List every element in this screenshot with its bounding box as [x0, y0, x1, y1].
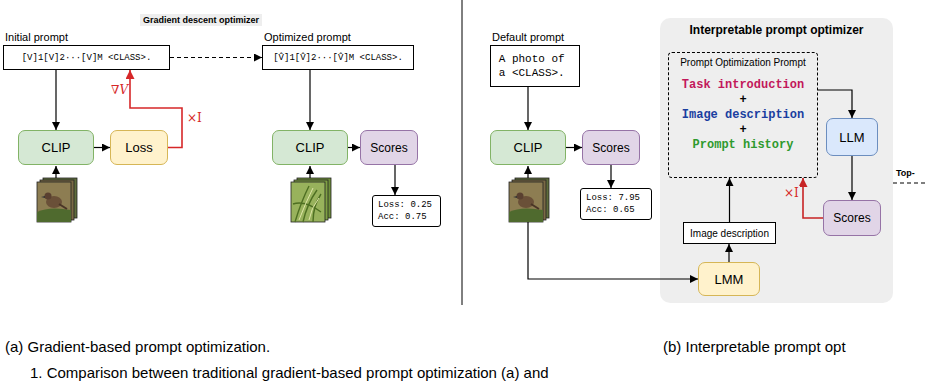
box-label: LLM — [839, 130, 864, 145]
box-heading: Optimized prompt — [264, 31, 351, 43]
box-label: Scores — [592, 141, 629, 155]
scores-box: Scores — [823, 200, 881, 236]
panel-divider — [462, 0, 463, 305]
image-arrow — [527, 166, 528, 178]
flow-arrow — [309, 70, 310, 130]
lmm-box: LMM — [698, 262, 760, 296]
prompt-box: Optimized prompt[V̂]1[V̂]2···[V̂]M <CLAS… — [262, 45, 414, 70]
prompt-box: Initial prompt[V]1[V]2···[V]M <CLASS>. — [3, 45, 170, 70]
scores-box: Scores — [360, 130, 418, 165]
image-stack — [509, 178, 549, 222]
image-stack — [291, 178, 331, 222]
box-heading: Prompt Optimization Prompt — [680, 57, 806, 68]
prompt-box: Default promptA photo of a <CLASS>. — [490, 45, 580, 87]
box-text: Loss: 0.25 — [378, 199, 432, 211]
loss-box: Loss — [110, 130, 168, 165]
iteration-label: ×I — [186, 111, 203, 125]
box-label: CLIP — [296, 140, 325, 155]
box-label: Scores — [370, 141, 407, 155]
subfigure-caption: (b) Interpretable prompt opt — [663, 338, 846, 355]
prompt-part: + — [739, 93, 746, 108]
box-label: CLIP — [42, 140, 71, 155]
model-box: CLIP — [490, 130, 566, 165]
edge-label: Gradient descent optimizer — [140, 14, 262, 26]
box-text: Loss: 7.95 — [586, 192, 640, 204]
image-arrow — [309, 166, 310, 178]
model-box: CLIP — [272, 130, 348, 165]
box-heading: Default prompt — [492, 31, 564, 43]
prompt-part: Task introduction — [682, 78, 804, 93]
prompt-part: + — [739, 123, 746, 138]
flow-arrow — [55, 70, 56, 130]
box-label: Loss — [125, 140, 152, 155]
prompt-part: Image description — [682, 108, 804, 123]
flow-arrow — [394, 165, 395, 195]
flow-arrow — [566, 147, 582, 148]
description-box: Image description — [683, 222, 776, 244]
image-arrow — [55, 166, 56, 178]
prompt-part: Prompt history — [693, 138, 794, 153]
box-text: Acc: 0.75 — [378, 211, 427, 223]
optimizer-panel: Interpretable prompt optimizerPrompt Opt… — [660, 18, 893, 303]
model-box: CLIP — [18, 130, 94, 165]
box-label: Scores — [833, 211, 870, 225]
flow-arrow — [170, 57, 262, 58]
llm-box: LLM — [826, 118, 878, 156]
flow-arrow — [348, 147, 360, 148]
box-text: [V̂]1[V̂]2···[V̂]M <CLASS>. — [273, 52, 403, 64]
subfigure-caption: (a) Gradient-based prompt optimization. — [5, 338, 270, 355]
flow-arrow — [94, 147, 110, 148]
box-text: [V]1[V]2···[V]M <CLASS>. — [22, 52, 152, 64]
result-box: Loss: 7.95Acc: 0.65 — [580, 188, 652, 220]
meta-prompt-box: Prompt Optimization PromptTask introduct… — [668, 52, 818, 178]
output-line — [893, 182, 925, 183]
flow-arrow — [610, 165, 611, 188]
box-heading: Initial prompt — [5, 31, 68, 43]
image-stack — [37, 178, 77, 222]
box-text: A photo of a <CLASS>. — [499, 52, 572, 80]
output-label: Top- — [896, 168, 915, 178]
result-box: Loss: 0.25Acc: 0.75 — [372, 195, 441, 227]
figure-caption: 1. Comparison between traditional gradie… — [30, 364, 549, 381]
box-text: Acc: 0.65 — [586, 204, 635, 216]
box-label: LMM — [715, 272, 744, 287]
panel-title: Interpretable prompt optimizer — [689, 23, 863, 37]
edge-label: ∇V — [110, 83, 129, 97]
flow-arrow — [527, 87, 528, 130]
edge-label: ×I — [783, 186, 800, 200]
box-label: Image description — [690, 228, 769, 239]
box-label: CLIP — [514, 140, 543, 155]
scores-box: Scores — [582, 130, 640, 165]
